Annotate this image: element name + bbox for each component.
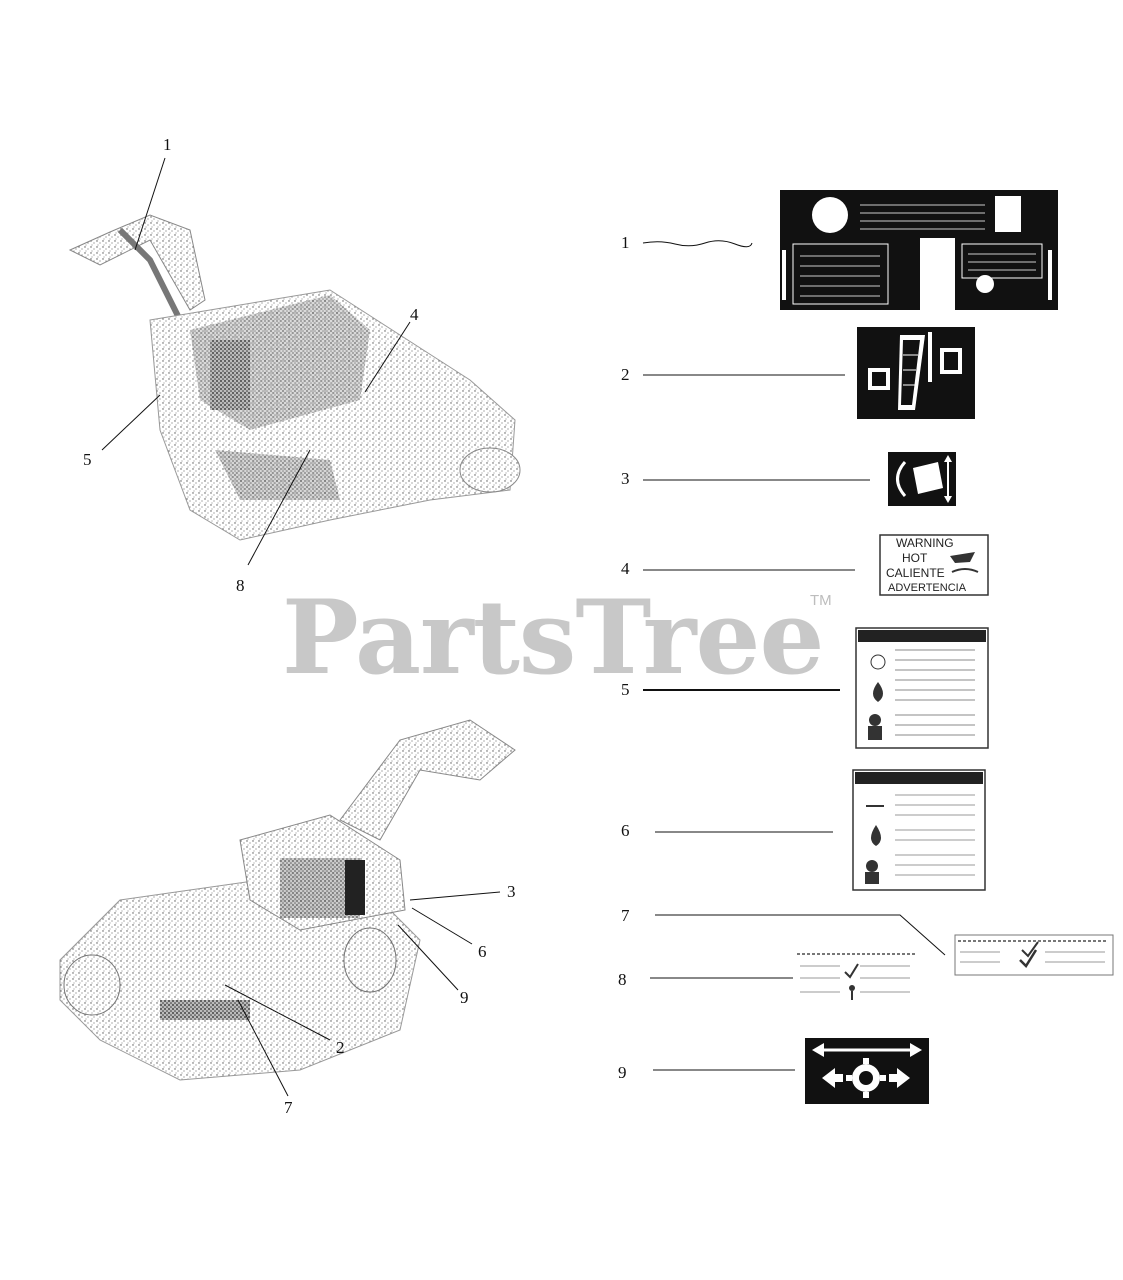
leader-line [409,891,501,901]
leader-line [237,999,289,1097]
decal-1-control-panel [780,190,1058,310]
leader-line [247,449,311,566]
leader-line-1 [642,240,753,248]
callout-number: 4 [410,305,419,324]
decal-8-checklist [797,948,915,1006]
top-mower-illustration [68,214,521,541]
callout-number: 9 [460,988,469,1007]
decal-number: 5 [621,680,630,699]
decal-number: 8 [618,970,627,989]
heat-icon [951,568,979,573]
decal-4-warning: WARNING [896,536,954,550]
decal-9-drive-direction [805,1038,929,1104]
leader-line [397,924,459,991]
decal-number: 9 [618,1063,627,1082]
leader-line [411,907,473,945]
bottom-mower-illustration [59,719,516,1081]
hand-icon [950,552,975,563]
callout-number: 7 [284,1098,293,1117]
trademark-symbol: TM [810,592,832,609]
decal-4-frame [879,534,989,596]
decal-number: 1 [621,233,630,252]
decal-4-hot: HOT [902,551,928,565]
decal-3-arrow-icon [888,452,956,506]
callout-number: 2 [336,1038,345,1057]
decal-number: 2 [621,365,630,384]
decal-4-advertencia: ADVERTENCIA [888,582,967,594]
callout-number: 6 [478,942,487,961]
decal-7-checklist [954,934,1114,976]
leader-line [134,157,166,251]
callout-number: 1 [163,135,172,154]
decal-5-safety-label [855,627,989,749]
decal-number: 6 [621,821,630,840]
callout-number: 3 [507,882,516,901]
decal-2-height-adjust [857,327,975,419]
callout-number: 5 [83,450,92,469]
callout-number: 8 [236,576,245,595]
decal-6-safety-label [852,769,986,891]
leader-line [224,984,331,1041]
partstree-watermark: PartsTree [282,578,824,698]
decal-number: 4 [621,559,630,578]
decal-4-caliente: CALIENTE [886,566,945,580]
leader-line [101,394,161,451]
leader-line [364,321,411,393]
decal-number: 7 [621,906,630,925]
leader-line-7 [655,914,946,956]
decal-number: 3 [621,469,630,488]
